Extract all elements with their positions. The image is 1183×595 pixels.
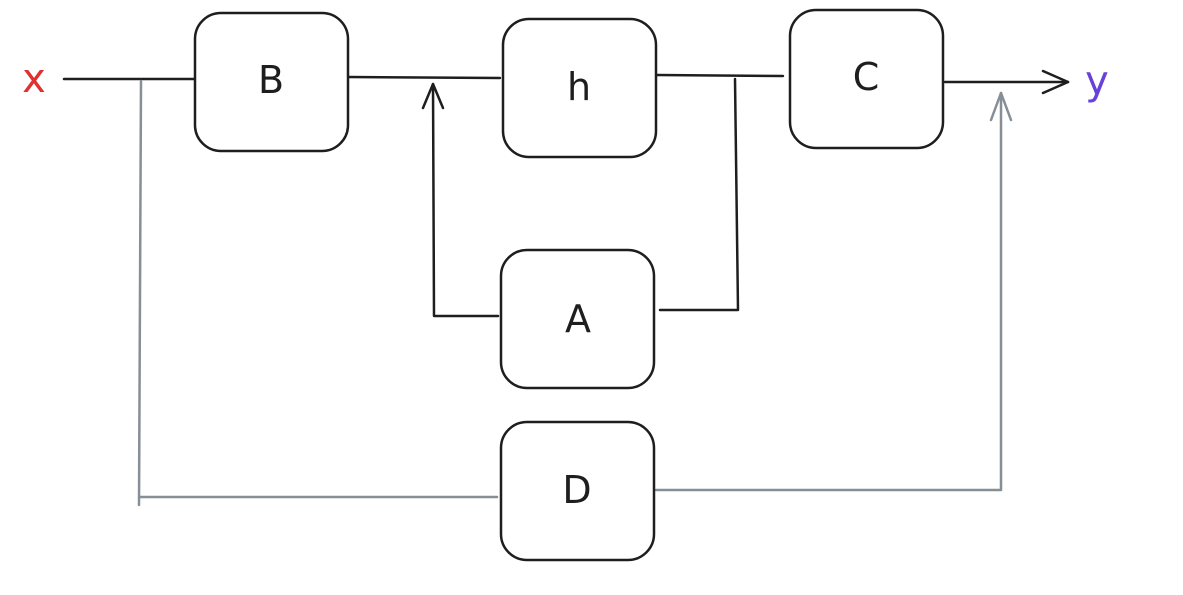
block-b-label: B <box>258 58 284 102</box>
block-a[interactable]: A <box>499 248 656 390</box>
block-h-label: h <box>567 65 591 109</box>
block-d[interactable]: D <box>499 420 656 562</box>
block-c[interactable]: C <box>788 8 945 150</box>
output-signal-label: y <box>1085 58 1109 104</box>
block-c-label: C <box>853 55 880 99</box>
feedforward-arrowhead <box>989 91 1013 122</box>
wire-b-to-h <box>346 75 502 80</box>
block-a-label: A <box>565 297 591 341</box>
wire-x-branch-to-d <box>137 79 499 507</box>
block-h[interactable]: h <box>501 17 658 159</box>
output-arrowhead <box>1041 69 1070 95</box>
block-d-label: D <box>562 468 591 512</box>
input-signal-label: x <box>22 56 46 102</box>
wire-a-to-summing-point <box>431 82 500 318</box>
wire-d-to-output <box>654 91 1003 492</box>
block-b[interactable]: B <box>193 11 350 153</box>
wire-h-branch-to-a <box>658 77 740 312</box>
wire-h-to-c <box>655 73 785 78</box>
feedback-arrowhead <box>421 82 445 110</box>
